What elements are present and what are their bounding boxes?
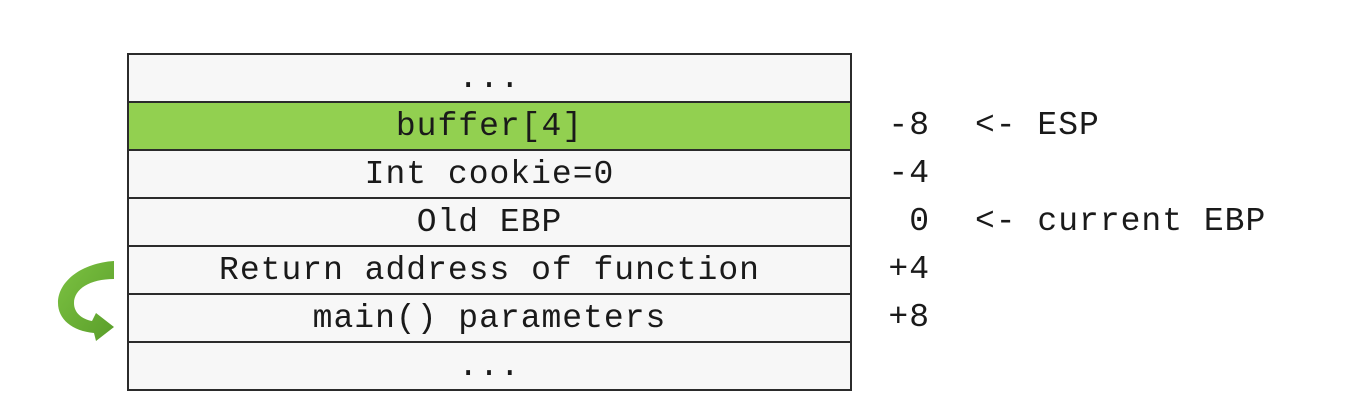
offset-return-address: +4 [888, 251, 930, 288]
stack-row-cookie: Int cookie=0 [129, 149, 850, 197]
ebp-pointer-label: <- current EBP [975, 203, 1267, 240]
stack-row-buffer: buffer[4] [129, 101, 850, 149]
stack-row-main-parameters: main() parameters [129, 293, 850, 341]
offset-main-parameters: +8 [888, 299, 930, 336]
stack-row-ellipsis-bottom: ... [129, 341, 850, 389]
offset-old-ebp: 0 [909, 203, 930, 240]
stack-frame: ... buffer[4] Int cookie=0 Old EBP Retur… [127, 53, 852, 391]
stack-row-old-ebp: Old EBP [129, 197, 850, 245]
stack-row-return-address: Return address of function [129, 245, 850, 293]
stack-row-ellipsis-top: ... [129, 55, 850, 101]
esp-pointer-label: <- ESP [975, 107, 1100, 144]
offset-buffer: -8 [888, 107, 930, 144]
offset-cookie: -4 [888, 155, 930, 192]
curved-arrow-icon [58, 261, 114, 341]
